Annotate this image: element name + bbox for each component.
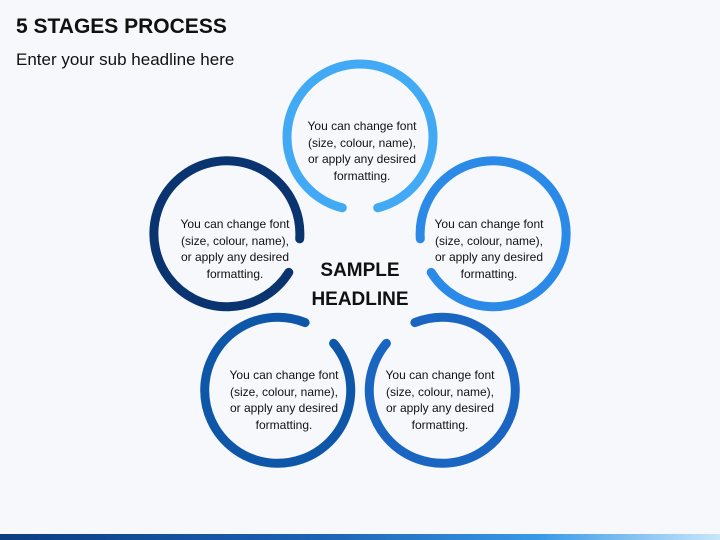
stage-1-ring bbox=[282, 59, 438, 213]
page-subtitle: Enter your sub headline here bbox=[16, 50, 235, 69]
stage-4-text: You can change font (size, colour, name)… bbox=[229, 368, 339, 432]
page-title: 5 STAGES PROCESS bbox=[16, 15, 227, 38]
stage-5-ring bbox=[149, 156, 305, 312]
stage-2-text: You can change font (size, colour, name)… bbox=[434, 217, 544, 281]
center-headline: SAMPLE HEADLINE bbox=[311, 260, 409, 310]
bottom-accent-bar bbox=[0, 534, 720, 540]
stage-3-text: You can change font (size, colour, name)… bbox=[385, 368, 495, 432]
stage-1-text: You can change font (size, colour, name)… bbox=[307, 119, 417, 183]
stage-3-ring bbox=[364, 312, 520, 468]
stage-5-text: You can change font (size, colour, name)… bbox=[180, 217, 290, 281]
stage-4-ring bbox=[200, 312, 356, 468]
stage-2-ring bbox=[415, 156, 571, 312]
